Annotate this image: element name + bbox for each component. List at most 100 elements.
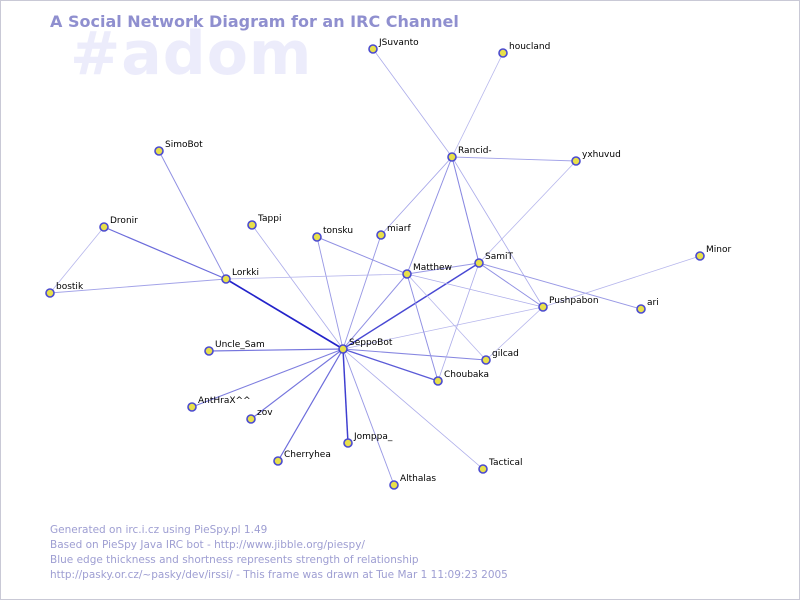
node-label: Dronir: [110, 216, 138, 226]
edge-Lorkki-bostik: [49, 278, 227, 294]
edge-Matthew-Pushpabon: [406, 273, 544, 308]
node-miarf[interactable]: miarf: [376, 224, 411, 240]
node-label: miarf: [387, 224, 411, 234]
node-marker[interactable]: [571, 156, 581, 166]
node-marker[interactable]: [312, 232, 322, 242]
node-Tappi[interactable]: Tappi: [247, 214, 281, 230]
footer-line-generated: Generated on irc.i.cz using PieSpy.pl 1.…: [50, 524, 268, 536]
node-marker[interactable]: [273, 456, 283, 466]
edge-Rancid--miarf: [380, 156, 453, 236]
node-Althalas[interactable]: Althalas: [389, 474, 436, 490]
node-marker[interactable]: [45, 288, 55, 298]
node-label: Minor: [706, 245, 731, 255]
node-marker[interactable]: [389, 480, 399, 490]
node-marker[interactable]: [402, 269, 412, 279]
node-marker[interactable]: [338, 344, 348, 354]
node-marker[interactable]: [204, 346, 214, 356]
node-marker[interactable]: [368, 44, 378, 54]
edge-SeppoBot-Tactical: [342, 348, 484, 470]
node-Tactical[interactable]: Tactical: [478, 458, 522, 474]
node-label: Cherryhea: [284, 450, 331, 460]
node-marker[interactable]: [433, 376, 443, 386]
node-tonsku[interactable]: tonsku: [312, 226, 353, 242]
node-gilcad[interactable]: gilcad: [481, 349, 519, 365]
node-JSuvanto[interactable]: JSuvanto: [368, 38, 419, 54]
edge-SamiT-ari: [478, 262, 642, 310]
node-label: Tactical: [488, 458, 522, 468]
footer-line-timestamp: http://pasky.or.cz/~pasky/dev/irssi/ - T…: [50, 569, 508, 581]
edge-Pushpabon-gilcad: [485, 306, 544, 361]
node-marker[interactable]: [343, 438, 353, 448]
node-marker[interactable]: [498, 48, 508, 58]
node-AntHraX^^[interactable]: AntHraX^^: [187, 396, 251, 412]
edge-SeppoBot-Matthew: [342, 273, 408, 350]
node-bostik[interactable]: bostik: [45, 282, 84, 298]
node-SamiT[interactable]: SamiT: [474, 252, 513, 268]
node-Rancid-[interactable]: Rancid-: [447, 146, 492, 162]
node-zov[interactable]: zov: [246, 408, 273, 424]
node-Lorkki[interactable]: Lorkki: [221, 268, 259, 284]
node-Cherryhea[interactable]: Cherryhea: [273, 450, 331, 466]
edge-SeppoBot-Lorkki: [225, 278, 344, 350]
edge-SeppoBot-Uncle_Sam: [208, 348, 344, 352]
node-label: ari: [647, 298, 659, 308]
node-label: Matthew: [413, 263, 452, 273]
node-marker[interactable]: [478, 464, 488, 474]
edge-Matthew-Choubaka: [406, 273, 439, 382]
node-marker[interactable]: [481, 355, 491, 365]
node-houcland[interactable]: houcland: [498, 42, 550, 58]
edge-SeppoBot-zov: [250, 348, 344, 420]
edge-SeppoBot-tonsku: [316, 236, 344, 350]
node-marker[interactable]: [187, 402, 197, 412]
edge-Rancid--houcland: [451, 52, 504, 158]
edge-Dronir-bostik: [49, 226, 105, 294]
edge-SeppoBot-Choubaka: [342, 348, 439, 382]
node-Choubaka[interactable]: Choubaka: [433, 370, 489, 386]
node-marker[interactable]: [154, 146, 164, 156]
node-label: Jomppa_: [353, 432, 393, 442]
node-Matthew[interactable]: Matthew: [402, 263, 452, 279]
edge-SeppoBot-Cherryhea: [277, 348, 344, 462]
node-Minor[interactable]: Minor: [695, 245, 731, 261]
node-label: Rancid-: [458, 146, 492, 156]
node-marker[interactable]: [636, 304, 646, 314]
node-marker[interactable]: [376, 230, 386, 240]
node-Jomppa_[interactable]: Jomppa_: [343, 432, 393, 448]
node-marker[interactable]: [474, 258, 484, 268]
edge-SeppoBot-AntHraX^^: [191, 348, 344, 408]
node-label: yxhuvud: [582, 150, 621, 160]
node-label: bostik: [56, 282, 84, 292]
node-Uncle_Sam[interactable]: Uncle_Sam: [204, 340, 265, 356]
node-marker[interactable]: [99, 222, 109, 232]
node-marker[interactable]: [246, 414, 256, 424]
edge-Rancid--yxhuvud: [451, 156, 577, 162]
node-Dronir[interactable]: Dronir: [99, 216, 138, 232]
footer-line-legend: Blue edge thickness and shortness repres…: [50, 554, 419, 566]
node-label: Tappi: [257, 214, 281, 224]
edge-SeppoBot-Pushpabon: [342, 306, 544, 350]
node-label: Althalas: [400, 474, 436, 484]
channel-watermark: #adom: [70, 19, 313, 89]
node-marker[interactable]: [221, 274, 231, 284]
node-label: tonsku: [323, 226, 353, 236]
footer-info: Generated on irc.i.cz using PieSpy.pl 1.…: [50, 523, 508, 583]
node-label: Uncle_Sam: [215, 340, 265, 350]
node-yxhuvud[interactable]: yxhuvud: [571, 150, 621, 166]
edge-Rancid--JSuvanto: [372, 48, 453, 158]
node-marker[interactable]: [538, 302, 548, 312]
node-ari[interactable]: ari: [636, 298, 659, 314]
node-SeppoBot[interactable]: SeppoBot: [338, 338, 393, 354]
edge-SeppoBot-gilcad: [342, 348, 487, 361]
node-marker[interactable]: [247, 220, 257, 230]
edge-SeppoBot-Jomppa_: [342, 348, 349, 444]
node-label: SeppoBot: [349, 338, 393, 348]
node-SimoBot[interactable]: SimoBot: [154, 140, 203, 156]
node-marker[interactable]: [447, 152, 457, 162]
node-marker[interactable]: [695, 251, 705, 261]
edge-Rancid--Pushpabon: [451, 156, 544, 308]
node-Pushpabon[interactable]: Pushpabon: [538, 296, 599, 312]
diagram-title: A Social Network Diagram for an IRC Chan…: [50, 12, 459, 31]
node-label: houcland: [509, 42, 550, 52]
